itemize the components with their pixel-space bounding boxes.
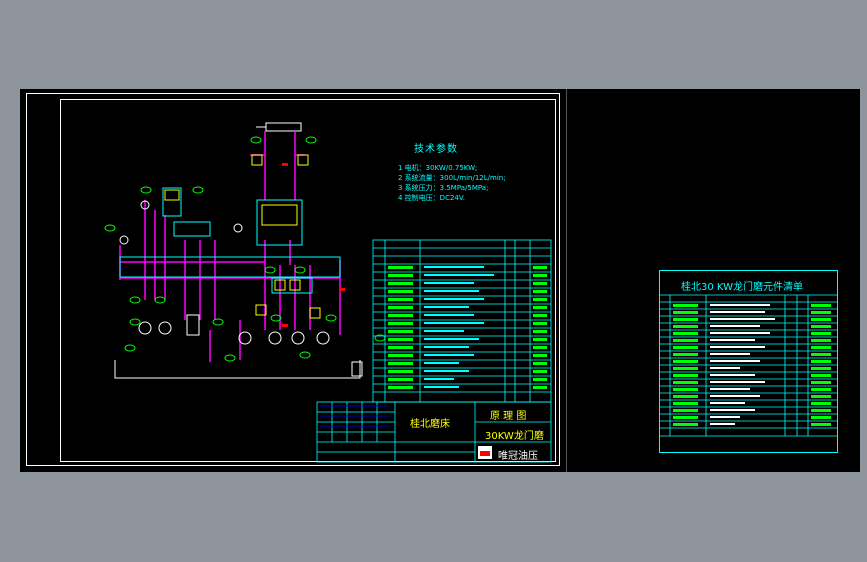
drawing-sheet: [20, 89, 860, 472]
parts-list-table: [372, 239, 552, 403]
top-cylinder: [265, 122, 302, 132]
title-block-drawing-name: 30KW龙门磨: [485, 431, 544, 442]
bom-specs: [710, 304, 775, 425]
title-block-company: 桂北磨床: [410, 419, 450, 430]
sheet-divider: [566, 89, 567, 472]
tech-param-voltage: 4 控制电压：DC24V.: [398, 194, 465, 202]
bom-title: 桂北30 KW龙门磨元件清单: [681, 282, 803, 293]
bom-entries: [673, 304, 831, 426]
bom-frame: [659, 270, 838, 453]
drawing-frame-outer: [26, 93, 560, 466]
title-block-grid: [316, 401, 552, 463]
pipe-lines: [119, 131, 341, 362]
red-markers: [282, 163, 345, 327]
bom-table-grid: [659, 294, 838, 437]
tank-outline: [114, 360, 363, 379]
component-labels: [104, 136, 386, 362]
parts-list-specs: [424, 266, 494, 388]
manifold-blocks: [119, 187, 341, 294]
tech-params-title: 技术参数: [414, 144, 458, 155]
title-block-blue-grid: [320, 405, 390, 427]
valve-symbols: [164, 154, 321, 319]
title-block-drawing-type: 原 理 图: [490, 411, 527, 422]
tech-param-pressure: 3 系统压力：3.5MPa/5MPa;: [398, 184, 489, 192]
pumps-and-motors: [119, 200, 330, 345]
tech-param-flow: 2 系统流量：300L/min/12L/min;: [398, 174, 506, 182]
maker-logo: [478, 446, 492, 459]
drawing-frame-inner: [60, 99, 556, 462]
title-block-maker: 唯冠油压: [498, 451, 538, 462]
parts-list-entries: [388, 266, 547, 389]
tech-param-motor: 1 电机：30KW/0.75KW;: [398, 164, 478, 172]
